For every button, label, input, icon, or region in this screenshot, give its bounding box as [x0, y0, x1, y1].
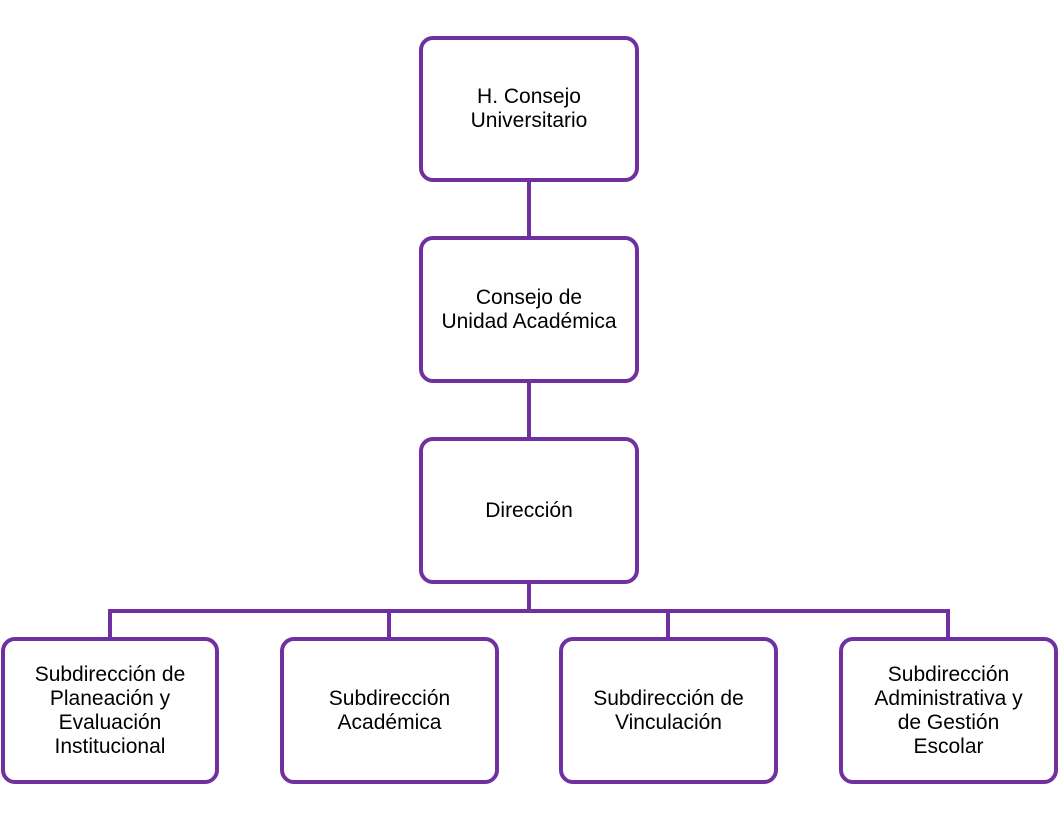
node-label: Subdirección Académica	[328, 686, 451, 734]
node-label: Subdirección de Vinculación	[593, 686, 744, 734]
node-subdireccion-planeacion: Subdirección de Planeación y Evaluación …	[1, 637, 219, 784]
node-label: Dirección	[485, 498, 573, 522]
connector-group	[108, 180, 950, 639]
node-label: Subdirección de Planeación y Evaluación …	[34, 662, 186, 758]
node-subdireccion-administrativa: Subdirección Administrativa y de Gestión…	[839, 637, 1058, 784]
node-label: Consejo de Unidad Académica	[441, 285, 617, 333]
node-label: H. Consejo Universitario	[470, 85, 588, 132]
node-subdireccion-vinculacion: Subdirección de Vinculación	[559, 637, 778, 784]
node-direccion: Dirección	[419, 437, 639, 584]
node-consejo-unidad-academica: Consejo de Unidad Académica	[419, 236, 639, 383]
node-label: Subdirección Administrativa y de Gestión…	[874, 662, 1023, 758]
node-consejo-universitario: H. Consejo Universitario	[419, 36, 639, 182]
node-subdireccion-academica: Subdirección Académica	[280, 637, 499, 784]
